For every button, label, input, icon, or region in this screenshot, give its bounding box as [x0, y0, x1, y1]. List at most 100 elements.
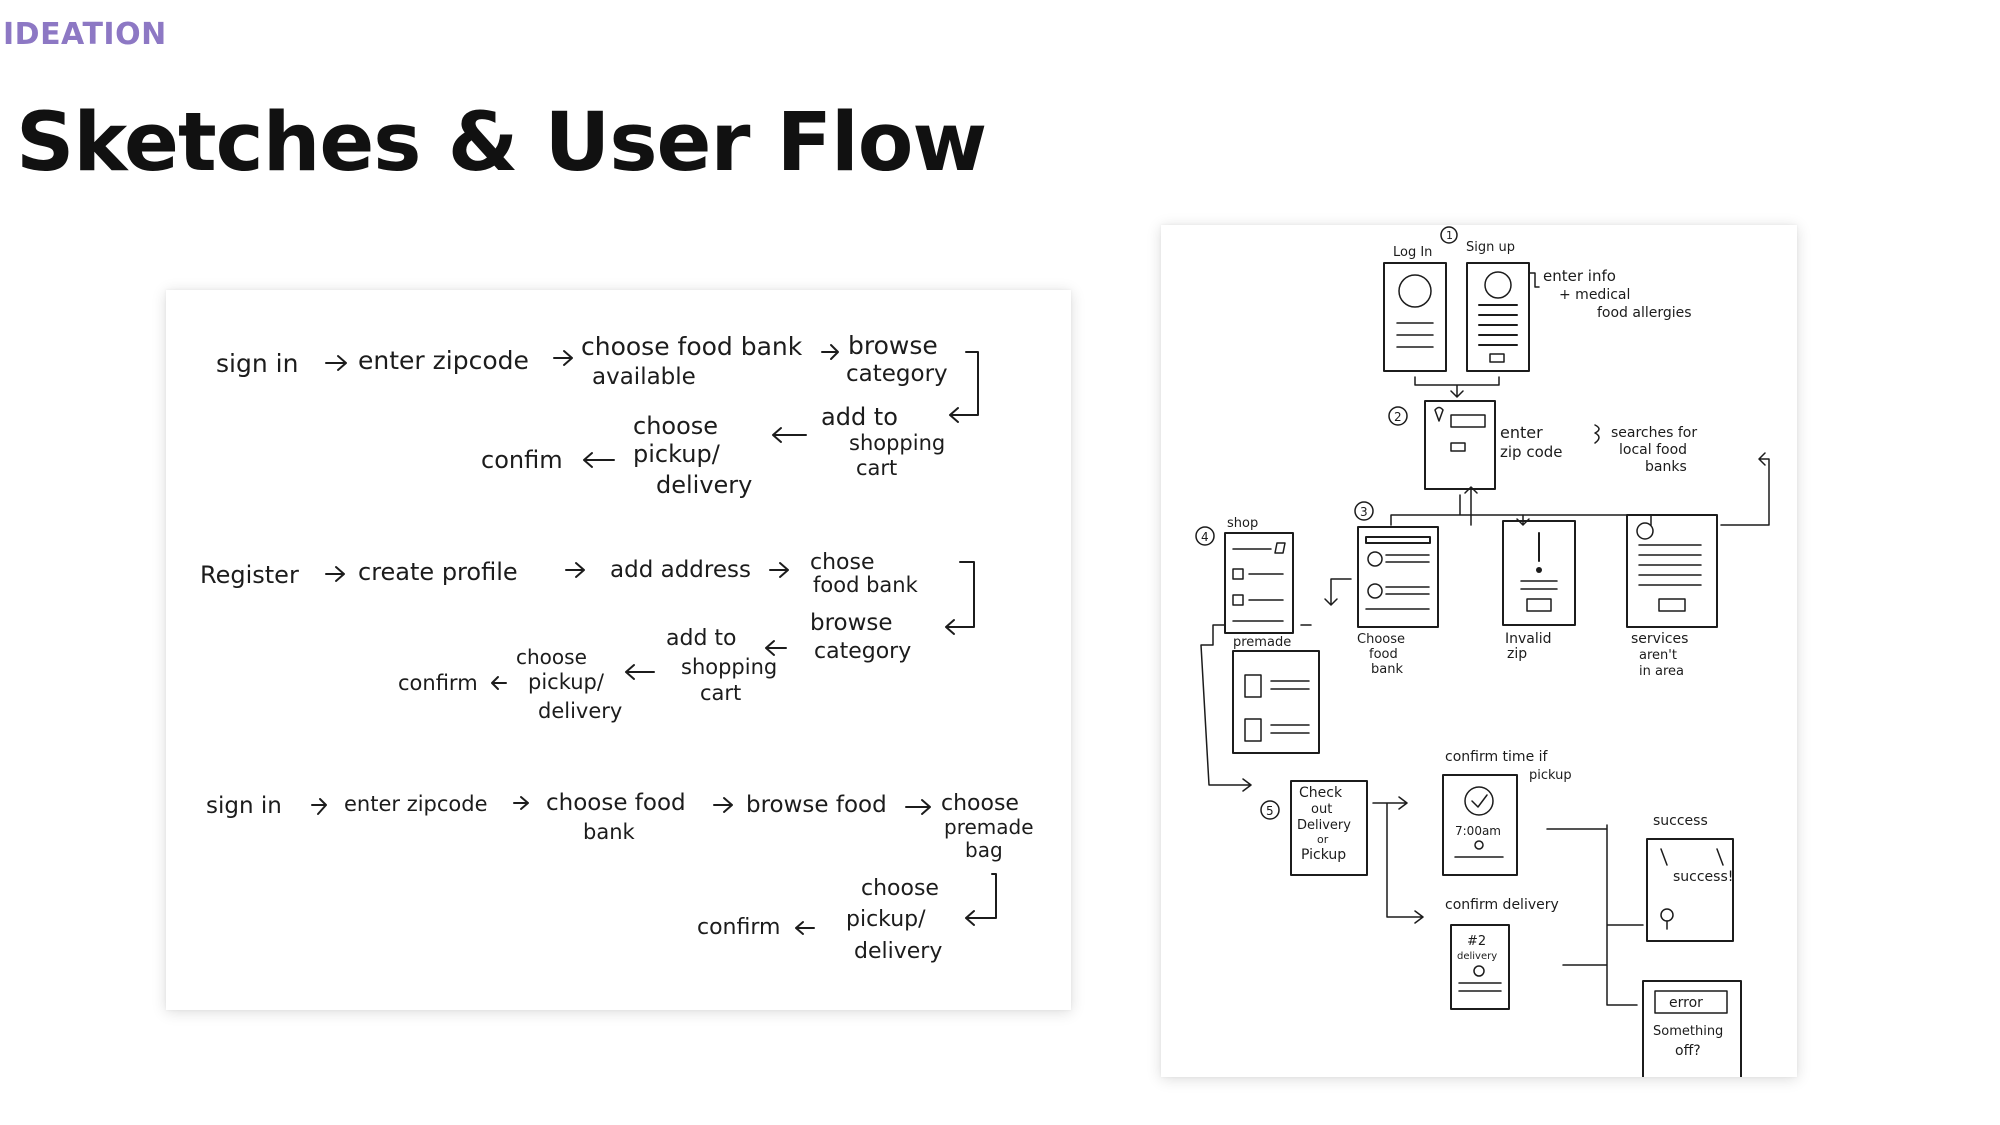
flow3-sign-in: sign in [206, 793, 282, 819]
premade-screen-wireframe [1232, 650, 1320, 754]
arrow-left [625, 664, 655, 680]
flow2-cart: cart [700, 681, 741, 705]
delivery-word: delivery [1457, 951, 1497, 962]
confirm-delivery-note: confirm delivery [1445, 897, 1559, 913]
confirm-delivery-screen-wireframe [1450, 924, 1510, 1010]
checkout-text-5: Pickup [1301, 847, 1346, 863]
flow1-choose: choose [633, 412, 718, 440]
no-service-label-line1: services [1631, 631, 1688, 647]
shop-screen-wireframe [1224, 532, 1294, 634]
pickup-time: 7:00am [1455, 824, 1501, 838]
flow2-pickup: pickup/ [528, 670, 605, 694]
arrow-right [553, 350, 573, 366]
arrow-right [325, 355, 347, 371]
flow3-choose: choose [941, 791, 1019, 816]
flow3-confirm: confirm [697, 915, 780, 940]
step-number-5: 5 [1266, 804, 1274, 818]
flow3-bank: bank [583, 820, 636, 844]
flow3-choose2: choose [861, 876, 939, 901]
flow1-browse: browse [848, 331, 938, 360]
error-screen-wireframe [1642, 980, 1742, 1077]
enter-zip-note-line2: zip code [1500, 443, 1563, 461]
section-eyebrow: IDEATION [3, 17, 167, 52]
checkout-text-1: Check [1299, 785, 1343, 801]
flow1-cart: cart [856, 456, 897, 480]
flow2-browse: browse [810, 610, 893, 636]
error-screen-text-2: Something [1653, 1024, 1723, 1039]
flow2-food-bank: food bank [813, 573, 919, 597]
error-screen-text: error [1669, 995, 1703, 1011]
step-1-login-signup: 1 Log In Sign up enter info + medical fo… [1383, 226, 1692, 398]
choose-bank-label-line3: bank [1371, 662, 1403, 677]
searches-note-line1: searches for [1611, 425, 1697, 441]
choose-bank-label-line2: food [1369, 647, 1398, 662]
invalid-zip-screen-wireframe [1502, 520, 1576, 626]
flow2-choose: chose [810, 550, 875, 575]
flow2-shopping: shopping [681, 655, 777, 679]
allergies-note: food allergies [1597, 305, 1692, 321]
step-5-checkout: 5 Check out Delivery or Pickup confirm t… [1260, 749, 1742, 1077]
step-number-4: 4 [1201, 530, 1209, 544]
checkout-screen-wireframe [1290, 780, 1368, 876]
signup-screen-wireframe [1466, 262, 1530, 372]
flow1-pickup: pickup/ [633, 440, 721, 468]
enter-info-note: enter info [1543, 267, 1616, 285]
zip-screen-wireframe [1424, 400, 1496, 490]
confirm-time-note-1: confirm time if [1445, 749, 1549, 765]
flow1-delivery: delivery [656, 471, 752, 499]
medical-note: + medical [1559, 287, 1630, 303]
flow1-available: available [592, 364, 696, 390]
arrow-bracket-down [965, 873, 997, 926]
confirm-pickup-screen-wireframe [1442, 774, 1518, 876]
checkout-text-3: Delivery [1297, 818, 1351, 833]
user-flow-drawing: sign in enter zipcode choose food bank a… [200, 331, 1034, 964]
arrow-left [765, 640, 787, 656]
choose-bank-screen-wireframe [1357, 526, 1439, 628]
enter-zip-note-line1: enter [1500, 423, 1543, 442]
step-number-3: 3 [1360, 505, 1368, 519]
flow3-pickup: pickup/ [846, 907, 926, 932]
login-screen-wireframe [1383, 262, 1447, 372]
flow2-add-to: add to [666, 626, 737, 651]
flow1-category: category [846, 361, 948, 387]
arrow-left [795, 921, 815, 935]
flow1-choose-bank: choose food bank [581, 332, 803, 361]
premade-label: premade [1233, 635, 1291, 650]
step-4-shop: 4 shop premade [1195, 516, 1352, 792]
invalid-zip-label-line2: zip [1507, 646, 1527, 662]
arrow-right [513, 796, 529, 810]
flow1-add-to: add to [821, 403, 898, 431]
arrow-left [772, 427, 807, 443]
user-flow-sketch-card: sign in enter zipcode choose food bank a… [166, 290, 1071, 1010]
searches-note-line2: local food [1619, 442, 1687, 458]
flow-2: Register create profile add address chos… [200, 550, 975, 723]
flow1-enter-zip: enter zipcode [358, 346, 529, 375]
arrow-right [565, 562, 585, 578]
arrow-right [311, 798, 327, 815]
arrow-right [325, 566, 345, 582]
wireframe-sketch-card: 1 Log In Sign up enter info + medical fo… [1161, 225, 1797, 1077]
flow-3: sign in enter zipcode choose food bank b… [206, 790, 1034, 964]
login-label: Log In [1393, 245, 1432, 260]
arrow-right [713, 797, 733, 813]
flow3-choose-food: choose food [546, 790, 686, 816]
signup-label: Sign up [1466, 240, 1515, 255]
flow1-sign-in: sign in [216, 349, 298, 378]
success-screen-text: success! [1673, 869, 1733, 885]
arrow-bracket-down [949, 351, 979, 423]
checkout-text-4: or [1317, 833, 1329, 846]
arrow-right [769, 562, 789, 578]
arrow-right [821, 344, 839, 360]
flow2-confirm: confirm [398, 671, 478, 695]
arrow-left [583, 452, 615, 468]
no-service-screen-wireframe [1626, 514, 1718, 628]
flow3-browse-food: browse food [746, 792, 887, 818]
searches-note-line3: banks [1645, 459, 1687, 475]
arrow-bracket-down [945, 561, 975, 635]
arrow-left [491, 676, 507, 690]
flow1-confirm: confim [481, 446, 563, 474]
step-3-results: 3 Choose food bank Invalid zip services … [1354, 452, 1770, 679]
error-screen-text-3: off? [1675, 1043, 1701, 1059]
shop-label: shop [1227, 516, 1258, 531]
step-2-enter-zip: 2 enter zip code searches for local food… [1388, 400, 1697, 526]
